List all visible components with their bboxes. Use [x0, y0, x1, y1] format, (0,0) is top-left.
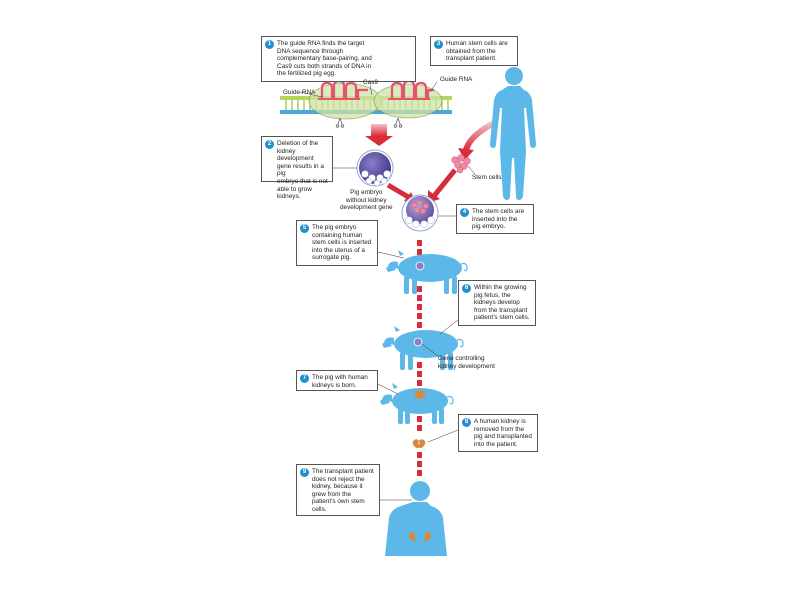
embryo-icon: [356, 149, 394, 187]
step-3-callout: 3 Human stem cells are obtained from the…: [430, 36, 518, 66]
patient-bust-icon: [385, 481, 447, 556]
embryo-with-stem-cells: [401, 194, 439, 232]
dna-helix-icon: [280, 79, 452, 120]
pig-silhouette-icon: [380, 250, 468, 424]
cas9-label: Cas9: [363, 79, 378, 86]
human-silhouette-icon: [490, 67, 536, 200]
step-6-badge: 6: [462, 284, 471, 293]
embryo-in-pig-marker: [415, 261, 425, 271]
kidney-icon: [412, 390, 426, 448]
step-2-callout: 2 Deletion of the kidney development gen…: [261, 136, 333, 200]
step-5-callout: 5 The pig embryo containing human stem c…: [296, 220, 378, 266]
step-7-badge: 7: [300, 374, 309, 383]
step-3-text: Human stem cells are obtained from the t…: [446, 40, 508, 63]
stem-cells-label: Stem cells: [472, 174, 502, 181]
step-2-badge: 2: [265, 140, 274, 149]
step-8-callout: 8 A human kidney is removed from the pig…: [458, 414, 538, 452]
step-4-badge: 4: [460, 208, 469, 217]
step-5-badge: 5: [300, 224, 309, 233]
step-4-text: The stem cells are inserted into the pig…: [472, 208, 525, 231]
embryo-label: Pig embryo without kidney development ge…: [340, 189, 393, 212]
step-3-badge: 3: [434, 40, 443, 49]
step-7-text: The pig with human kidneys is born.: [312, 374, 368, 389]
callout-connectors: [331, 167, 459, 501]
step-2-text: Deletion of the kidney development gene …: [277, 140, 328, 201]
fetus-in-pig-marker: [413, 337, 423, 347]
gene-controlling-label: Gene controlling kidney development: [438, 355, 495, 370]
step-8-text: A human kidney is removed from the pig a…: [474, 418, 532, 448]
step-1-callout: 1 The guide RNA finds the target DNA seq…: [261, 36, 416, 82]
step-9-text: The transplant patient does not reject t…: [312, 468, 374, 513]
step-9-callout: 9 The transplant patient does not reject…: [296, 464, 380, 516]
step-8-badge: 8: [462, 418, 471, 427]
step-7-callout: 7 The pig with human kidneys is born.: [296, 370, 378, 391]
step-5-text: The pig embryo containing human stem cel…: [312, 224, 372, 262]
scissors-icon: [335, 117, 403, 128]
guide-rna-right-label: Guide RNA: [440, 76, 473, 83]
guide-rna-left-label: Guide RNA: [283, 89, 316, 96]
step-1-text: The guide RNA finds the target DNA seque…: [277, 40, 372, 78]
step-1-badge: 1: [265, 40, 274, 49]
step-9-badge: 9: [300, 468, 309, 477]
step-6-callout: 6 Within the growing pig fetus, the kidn…: [458, 280, 536, 326]
stem-cells-icon: [451, 154, 471, 174]
step-4-callout: 4 The stem cells are inserted into the p…: [456, 204, 534, 234]
step-6-text: Within the growing pig fetus, the kidney…: [474, 284, 530, 322]
